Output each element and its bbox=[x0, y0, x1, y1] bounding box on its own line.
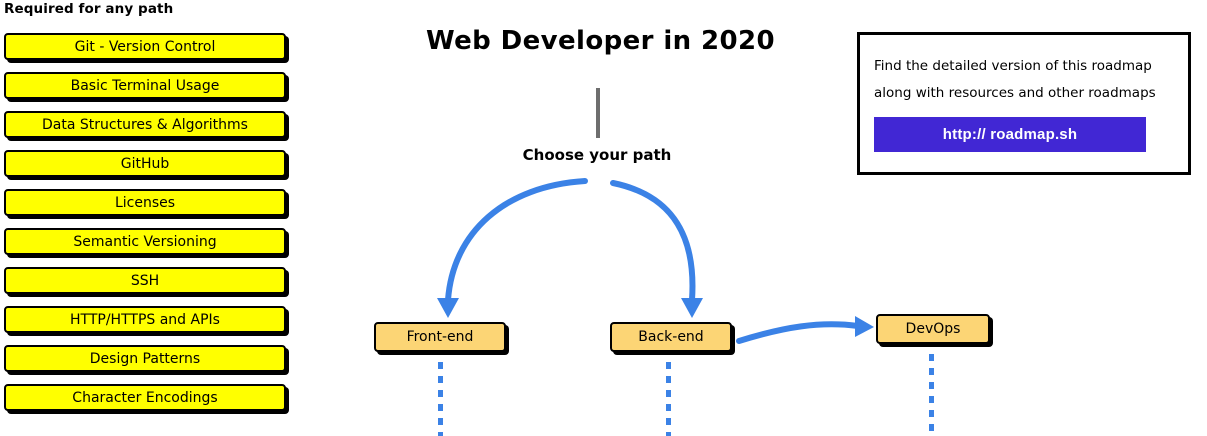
arrow-to-frontend-head bbox=[437, 298, 459, 318]
title-stem-line bbox=[596, 88, 600, 138]
roadmap-url-label: http:// roadmap.sh bbox=[942, 126, 1078, 143]
required-item[interactable]: GitHub bbox=[4, 150, 286, 177]
roadmap-url-button[interactable]: http:// roadmap.sh bbox=[874, 117, 1146, 152]
required-item[interactable]: Character Encodings bbox=[4, 384, 286, 411]
path-box-devops[interactable]: DevOps bbox=[876, 314, 990, 344]
required-item[interactable]: HTTP/HTTPS and APIs bbox=[4, 306, 286, 333]
required-item-label: Licenses bbox=[114, 194, 176, 211]
arrow-to-backend-head bbox=[681, 298, 703, 318]
info-box-line-2: along with resources and other roadmaps bbox=[874, 85, 1156, 101]
path-box-backend-label: Back-end bbox=[638, 329, 704, 345]
required-item[interactable]: Design Patterns bbox=[4, 345, 286, 372]
arrow-backend-to-devops-head bbox=[855, 316, 874, 337]
arrow-to-backend bbox=[610, 180, 696, 303]
dotted-line-devops bbox=[929, 354, 934, 436]
required-item-label: Basic Terminal Usage bbox=[70, 77, 220, 94]
arrow-backend-to-devops bbox=[736, 321, 861, 344]
required-section-heading: Required for any path bbox=[4, 1, 174, 17]
required-items-list: Git - Version Control Basic Terminal Usa… bbox=[4, 33, 290, 423]
arrow-to-frontend bbox=[445, 178, 588, 303]
info-box-line-1: Find the detailed version of this roadma… bbox=[874, 58, 1152, 74]
required-item[interactable]: Basic Terminal Usage bbox=[4, 72, 286, 99]
required-item-label: Semantic Versioning bbox=[73, 233, 217, 250]
path-box-frontend-label: Front-end bbox=[406, 329, 474, 345]
required-item-label: Design Patterns bbox=[89, 350, 201, 367]
required-item-label: GitHub bbox=[120, 155, 170, 172]
required-item-label: HTTP/HTTPS and APIs bbox=[70, 311, 220, 328]
path-box-devops-label: DevOps bbox=[905, 321, 961, 337]
required-item[interactable]: Git - Version Control bbox=[4, 33, 286, 60]
choose-path-label: Choose your path bbox=[522, 146, 672, 164]
required-item[interactable]: Data Structures & Algorithms bbox=[4, 111, 286, 138]
dotted-line-backend bbox=[666, 362, 671, 436]
required-item[interactable]: SSH bbox=[4, 267, 286, 294]
required-item[interactable]: Licenses bbox=[4, 189, 286, 216]
path-box-frontend[interactable]: Front-end bbox=[374, 322, 506, 352]
required-item-label: Git - Version Control bbox=[74, 38, 216, 55]
path-box-backend[interactable]: Back-end bbox=[610, 322, 732, 352]
required-item[interactable]: Semantic Versioning bbox=[4, 228, 286, 255]
required-item-label: Data Structures & Algorithms bbox=[42, 116, 248, 133]
dotted-line-frontend bbox=[438, 362, 443, 436]
required-item-label: SSH bbox=[130, 272, 160, 289]
info-box: Find the detailed version of this roadma… bbox=[857, 32, 1191, 175]
required-item-label: Character Encodings bbox=[72, 389, 218, 406]
page-title-text: Web Developer in 2020 bbox=[426, 26, 775, 56]
